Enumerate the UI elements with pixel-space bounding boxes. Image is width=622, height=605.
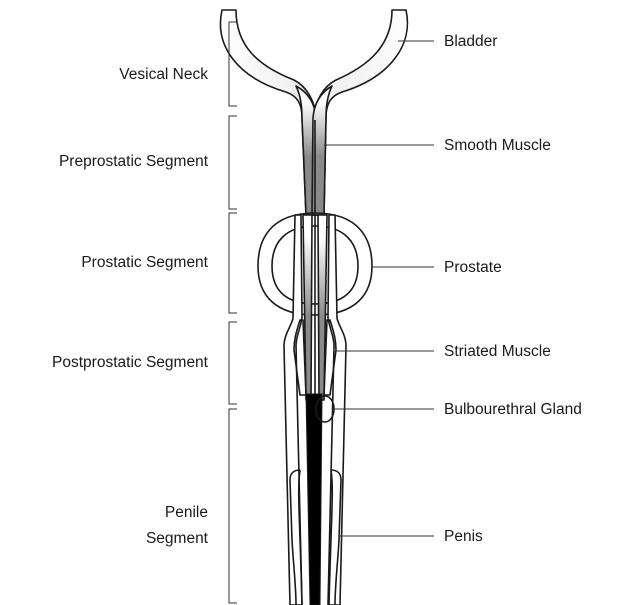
label-striated-muscle: Striated Muscle [444, 343, 551, 360]
structure-labels: Bladder Smooth Muscle Prostate Striated … [444, 33, 582, 545]
urethra-wall-group [220, 10, 407, 215]
label-vesical-neck: Vesical Neck [119, 66, 208, 83]
bracket-prostatic [229, 213, 237, 313]
bracket-penile [229, 409, 237, 603]
segment-brackets [229, 22, 237, 603]
label-penile-segment-line2: Segment [146, 530, 209, 547]
bracket-preprostatic [229, 116, 237, 209]
label-prostatic-segment: Prostatic Segment [81, 254, 208, 271]
segment-labels: Vesical Neck Preprostatic Segment Prosta… [52, 66, 209, 547]
bracket-postprostatic [229, 322, 237, 404]
label-smooth-muscle: Smooth Muscle [444, 137, 551, 154]
label-prostate: Prostate [444, 259, 502, 276]
spongy-urethra [306, 394, 322, 605]
label-penile-segment-line1: Penile [165, 504, 208, 521]
label-bulbourethral-gland: Bulbourethral Gland [444, 401, 582, 418]
label-preprostatic-segment: Preprostatic Segment [59, 153, 209, 170]
label-postprostatic-segment: Postprostatic Segment [52, 354, 209, 371]
label-penis: Penis [444, 528, 483, 545]
label-bladder: Bladder [444, 33, 497, 50]
spongy-urethra-lumen [306, 394, 322, 605]
